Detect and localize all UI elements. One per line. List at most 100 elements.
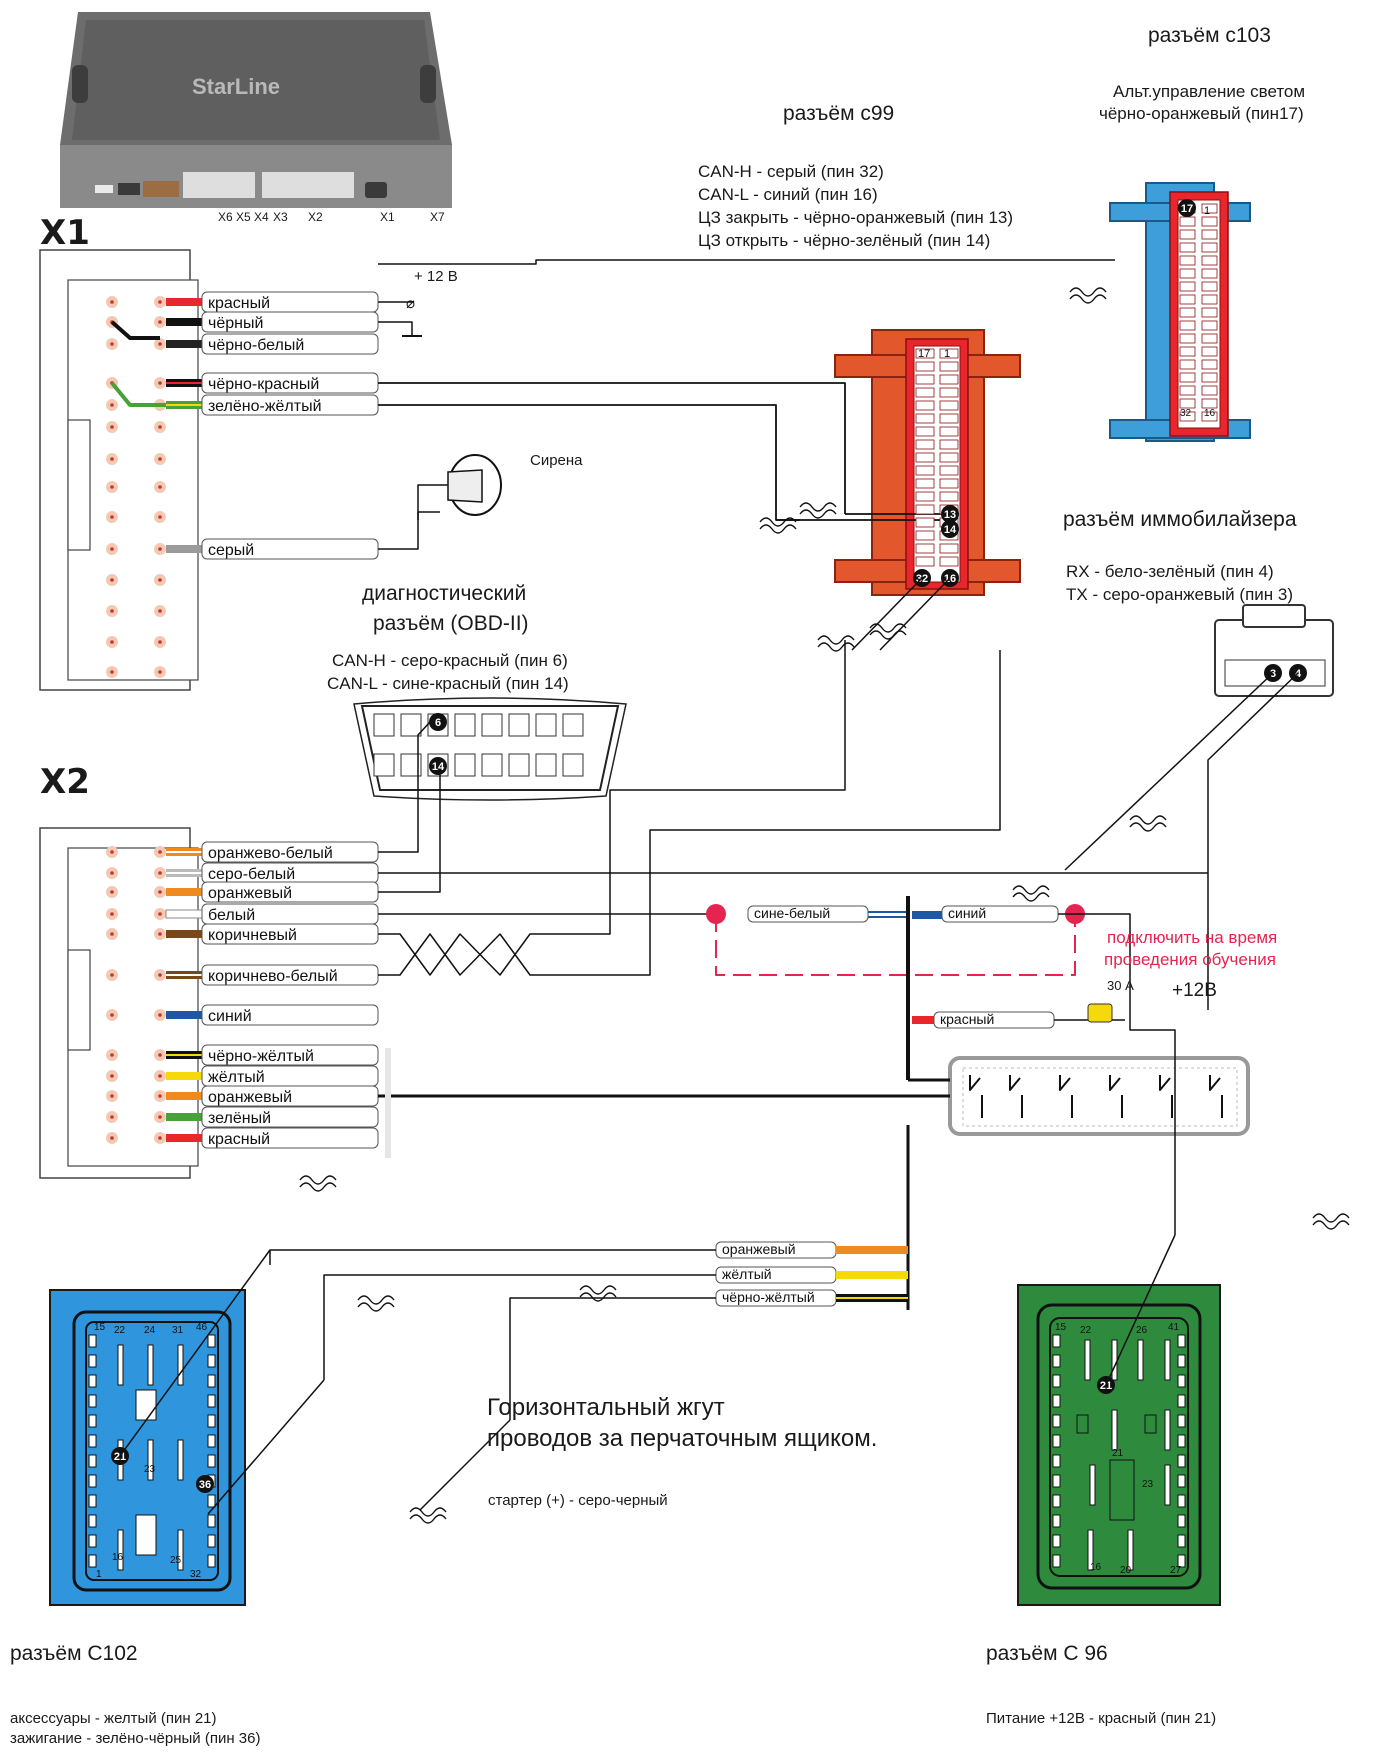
- c102-side-slot: [207, 1514, 216, 1528]
- c96-pin-41-3: 41: [1168, 1322, 1180, 1333]
- x2-wire-3: оранжевый: [208, 885, 292, 902]
- pin-dot: [158, 547, 162, 551]
- c102-side-slot: [88, 1474, 97, 1488]
- x1-wire-1: красный: [208, 295, 270, 312]
- c99-cell: [915, 530, 935, 541]
- x1-wire-5: зелёно-жёлтый: [208, 398, 322, 415]
- relay-bottom-wire-1: оранжевый: [722, 1241, 796, 1257]
- harness-line-2: проводов за перчаточным ящиком.: [487, 1425, 878, 1452]
- pin-dot: [110, 932, 114, 936]
- wire-black-red-to-c99: [378, 382, 846, 514]
- c103-pin-17-label: 17: [1181, 203, 1193, 215]
- c99-cell: [939, 543, 959, 554]
- obd-cell: [535, 753, 557, 777]
- relay-switch: [1109, 1075, 1121, 1091]
- c102-side-slot: [207, 1374, 216, 1388]
- obd-title-1: диагностический: [362, 582, 527, 605]
- obd-line-2: CAN-L - сине-красный (пин 14): [327, 674, 569, 693]
- pin-dot: [158, 871, 162, 875]
- pin-dot: [158, 425, 162, 429]
- cut-mark: [579, 1285, 617, 1302]
- pin-dot: [158, 1074, 162, 1078]
- x2-twisted-2: [378, 650, 1001, 976]
- pin-dot: [158, 381, 162, 385]
- c103-pin-16: 16: [1204, 408, 1216, 419]
- pin-dot: [110, 457, 114, 461]
- pin-dot: [110, 515, 114, 519]
- c102-side-slot: [88, 1394, 97, 1408]
- c96-slot: [1111, 1409, 1118, 1451]
- c99-line-3: ЦЗ закрыть - чёрно-оранжевый (пин 13): [698, 208, 1014, 227]
- pin-dot: [110, 912, 114, 916]
- cut-mark: [1129, 815, 1167, 832]
- x1-jumper-2: [110, 381, 166, 407]
- obd-cell: [373, 713, 395, 737]
- x2-bundle-shade: [385, 1048, 391, 1158]
- c99-cell: [915, 556, 935, 567]
- pin-dot: [158, 1053, 162, 1057]
- c102-ign-diag: [207, 1379, 325, 1515]
- c103-cell: [1201, 359, 1218, 370]
- relay-bottom-stripe: [836, 1297, 908, 1299]
- c103-cell: [1179, 346, 1196, 357]
- c103-pin-32: 32: [1180, 408, 1192, 419]
- c96-slot-sq: [1144, 1414, 1157, 1434]
- pin-dot: [158, 670, 162, 674]
- relay-switch: [1059, 1075, 1071, 1091]
- c102-pin-32: 32: [190, 1569, 202, 1580]
- pin-dot: [158, 457, 162, 461]
- wire-starter: [509, 1297, 716, 1420]
- obd-pin-14-label: 14: [432, 761, 445, 773]
- c103-cell: [1201, 411, 1218, 422]
- c96-slot: [1137, 1339, 1144, 1381]
- c99-cell: [915, 400, 935, 411]
- x1-wire-lead: [166, 340, 202, 348]
- c103-cell: [1201, 216, 1218, 227]
- c103-cell: [1179, 307, 1196, 318]
- c96-side-slot: [1177, 1514, 1186, 1528]
- x2-wire-10: оранжевый: [208, 1089, 292, 1106]
- obd-cell: [400, 713, 422, 737]
- c96-side-slot: [1177, 1534, 1186, 1548]
- c99-line-2: CAN-L - синий (пин 16): [698, 185, 878, 204]
- siren-body: [447, 469, 483, 503]
- pin-dot: [110, 485, 114, 489]
- c102-title: разъём С102: [10, 1642, 138, 1665]
- c96-side-slot: [1052, 1454, 1061, 1468]
- pin-dot: [158, 850, 162, 854]
- obd-cell: [400, 753, 422, 777]
- immo-line-2: TX - серо-оранжевый (пин 3): [1066, 585, 1293, 604]
- c102-slot: [177, 1529, 184, 1571]
- c99-cell: [939, 387, 959, 398]
- pin-dot: [110, 578, 114, 582]
- c96-pin-16-7: 16: [1090, 1562, 1102, 1573]
- fuse-label: 30 А: [1107, 978, 1134, 993]
- c103-cell: [1179, 255, 1196, 266]
- c102-pin-15: 15: [94, 1322, 106, 1333]
- pin-dot: [158, 973, 162, 977]
- x2-wire-1: оранжево-белый: [208, 845, 333, 862]
- c99-cell: [939, 400, 959, 411]
- c102-slot: [147, 1439, 154, 1481]
- c103-cell: [1201, 203, 1218, 214]
- obd-line-1: CAN-H - серо-красный (пин 6): [332, 651, 568, 670]
- c102-pin-23: 23: [144, 1464, 156, 1475]
- x2-connector-housing: [39, 827, 199, 1179]
- c102-slot-wide: [135, 1389, 157, 1421]
- c96-side-slot: [1177, 1434, 1186, 1448]
- relay-switch: [1209, 1075, 1221, 1091]
- learn-jumper-dashed: [715, 914, 1076, 976]
- c99-cell: [915, 504, 935, 515]
- port-x2: X2: [308, 210, 323, 224]
- c103-cell: [1179, 281, 1196, 292]
- relay-plus12-label: +12В: [1172, 980, 1217, 1001]
- x2-wire-stripe: [166, 974, 202, 976]
- c99-pin-14: [941, 520, 959, 538]
- obd-cell: [508, 713, 530, 737]
- pin-dot: [110, 1013, 114, 1017]
- c103-cell: [1201, 281, 1218, 292]
- x2-wire-lead: [166, 930, 202, 938]
- c102-side-slot: [207, 1454, 216, 1468]
- relay-red-lead: [912, 1016, 934, 1024]
- port-x7: X7: [430, 210, 445, 224]
